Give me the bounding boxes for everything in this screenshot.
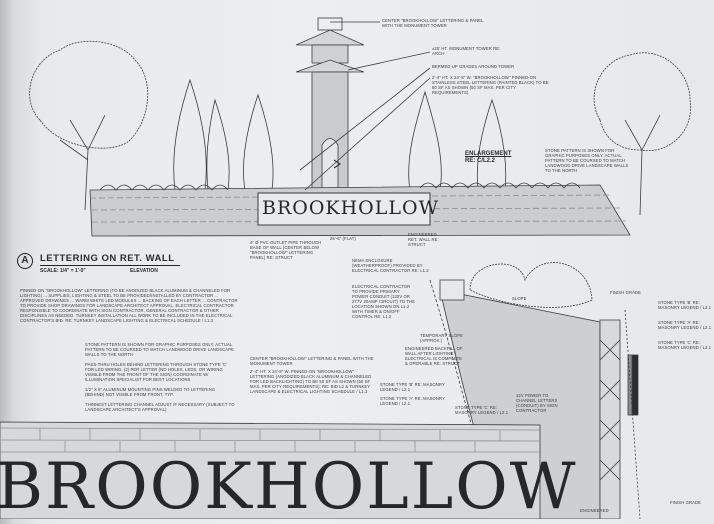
note: 4" Ø PVC OUTLET PIPE THROUGH BASE OF WAL… — [250, 240, 322, 260]
enlargement-label: ENLARGEMENT — [465, 151, 512, 157]
deciduous-tree-right — [593, 52, 692, 216]
monument-tower — [295, 17, 365, 191]
enlargement-callout: ENLARGEMENT RE: C/L2.2 — [465, 151, 511, 165]
note: 1/2" X 6" ALUMINUM MOUNTING PINS WELDED … — [85, 387, 216, 397]
drawing-title: LETTERING ON RET. WALL — [40, 253, 180, 266]
note: FINISH GRADE — [670, 500, 701, 505]
note: STONE TYPE 'A' RE: MASONRY LEGEND / L2.1 — [658, 320, 712, 330]
note: ENGINEERED BACKFILL OF WALL AFTER LIGHTI… — [405, 346, 463, 366]
note: STONE TYPE 'A' RE: MASONRY LEGEND / L2.1 — [380, 396, 445, 406]
enlargement-ref: RE: C/L2.2 — [465, 158, 496, 164]
drawing-view: ELEVATION — [130, 268, 158, 274]
dimension-label: 25'-6" (FLAT) — [330, 236, 356, 241]
note: ENGINEERED RET. WALL RE: STRUCT — [408, 232, 439, 247]
detail-marker: A — [17, 253, 33, 269]
retaining-wall-enlargement — [0, 421, 541, 519]
note: STONE TYPE 'B' RE: MASONRY LEGEND / L2.1 — [658, 300, 712, 310]
note: 2'-4" HT. X 24'-8" W. "BROOKHOLLOW" PINN… — [432, 75, 549, 95]
note: SLOPE — [512, 296, 527, 301]
retaining-wall-elevation — [89, 182, 631, 237]
note: STONE TYPE 'C' RE: MASONRY LEGEND / L2.1 — [658, 340, 712, 350]
sign-lettering-elevation: BROOKHOLLOW — [262, 197, 440, 219]
note: THINNEST LETTERING CHANNEL ADJUST IF NEC… — [85, 402, 235, 412]
note: PINNED-ON "BROOKHOLLOW" LETTERING (TO BE… — [20, 288, 238, 323]
note: STONE TYPE 'B' RE: MASONRY LEGEND / L2.1 — [380, 382, 445, 392]
note: FINISH GRADE — [610, 290, 641, 295]
note: 2'-4" HT. X 24'-8" W. PINNED-ON "BROOKHO… — [250, 369, 372, 394]
conical-tree — [206, 98, 230, 191]
conical-tree — [476, 98, 507, 191]
note: NEMA ENCLOSURE (WEATHERPROOF) PROVIDED B… — [352, 258, 429, 273]
note: TEMPORARY SLOPE (APPROX.) — [420, 333, 464, 343]
conical-tree — [408, 90, 442, 191]
conical-tree — [243, 93, 274, 191]
deciduous-tree-left — [29, 40, 149, 211]
note: BERMED UP GRADES AROUND TOWER — [432, 64, 515, 69]
note: PASS-THRU HOLES BEHIND LETTERING THROUGH… — [85, 362, 227, 382]
sign-lettering-enlargement: BROOKHOLLOW — [0, 450, 578, 524]
note: CENTER "BROOKHOLLOW" LETTERING & PANEL W… — [250, 356, 374, 366]
note: ELECTRICAL CONTRACTOR TO PROVIDE PRIMARY… — [352, 284, 416, 319]
note: STONE PATTERN IS SHOWN FOR GRAPHIC PURPO… — [85, 342, 234, 357]
note: ±25' HT. MONUMENT TOWER RE: ARCH — [432, 46, 501, 56]
note: STONE TYPE 'C' RE: MASONRY LEGEND / L2.1 — [455, 405, 509, 415]
drawing-scale: SCALE: 1/4" = 1'-0" — [40, 268, 86, 274]
note: CENTER "BROOKHOLLOW" LETTERING & PANEL W… — [382, 18, 484, 28]
drawing-title-block: A LETTERING ON RET. WALL SCALE: 1/4" = 1… — [17, 253, 187, 275]
note: ENGINEERED — [580, 508, 609, 513]
note: 12V POWER TO CHANNEL LETTERS (CONDUIT) B… — [516, 393, 558, 413]
conical-tree — [173, 78, 207, 191]
note: STONE PATTERN IS SHOWN FOR GRAPHIC PURPO… — [545, 148, 629, 173]
